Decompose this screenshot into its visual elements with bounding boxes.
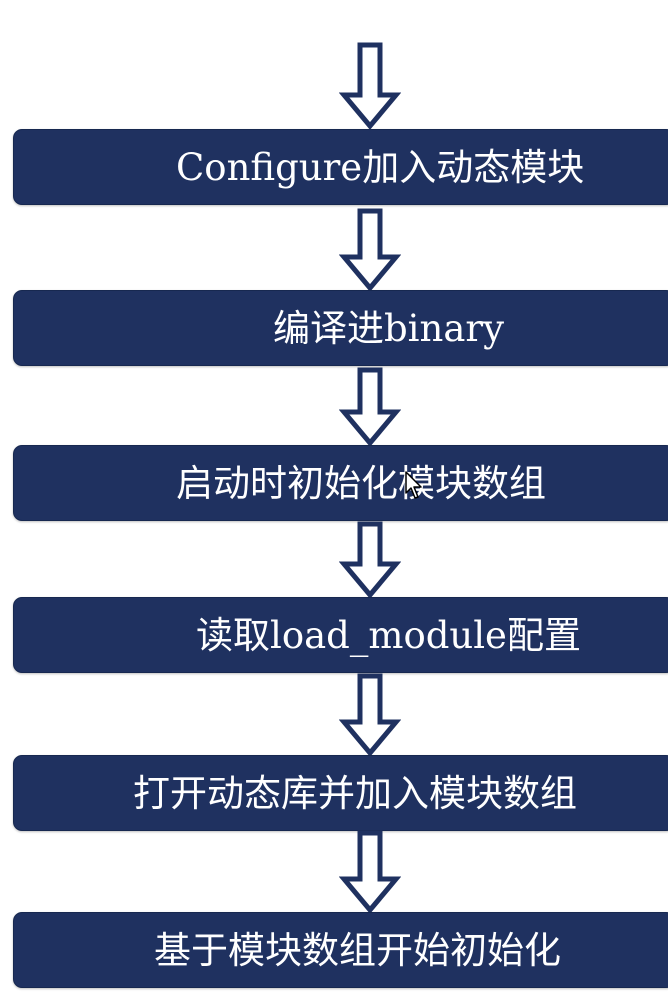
down-arrow-icon [339, 367, 401, 447]
flow-step-compile: 编译进binary [13, 290, 668, 366]
flow-step-label: 打开动态库并加入模块数组 [133, 772, 577, 815]
down-arrow-icon [339, 42, 401, 130]
down-arrow-icon [339, 673, 401, 757]
flow-step-label: 启动时初始化模块数组 [176, 462, 546, 505]
mouse-cursor-icon [405, 471, 422, 499]
flow-step-init-module-array: 启动时初始化模块数组 [13, 445, 668, 521]
flow-step-label: 读取load_module配置 [196, 614, 581, 657]
flow-step-label: Configure加入动态模块 [176, 146, 585, 189]
flow-step-configure: Configure加入动态模块 [13, 129, 668, 205]
down-arrow-icon [339, 521, 401, 599]
flow-step-label: 编译进binary [273, 307, 504, 350]
down-arrow-icon [339, 208, 401, 292]
flow-step-label: 基于模块数组开始初始化 [154, 929, 561, 972]
flow-step-start-init: 基于模块数组开始初始化 [13, 912, 668, 988]
flow-step-read-load-module: 读取load_module配置 [13, 597, 668, 673]
down-arrow-icon [339, 830, 401, 914]
flow-step-open-dynamic-library: 打开动态库并加入模块数组 [13, 755, 668, 831]
